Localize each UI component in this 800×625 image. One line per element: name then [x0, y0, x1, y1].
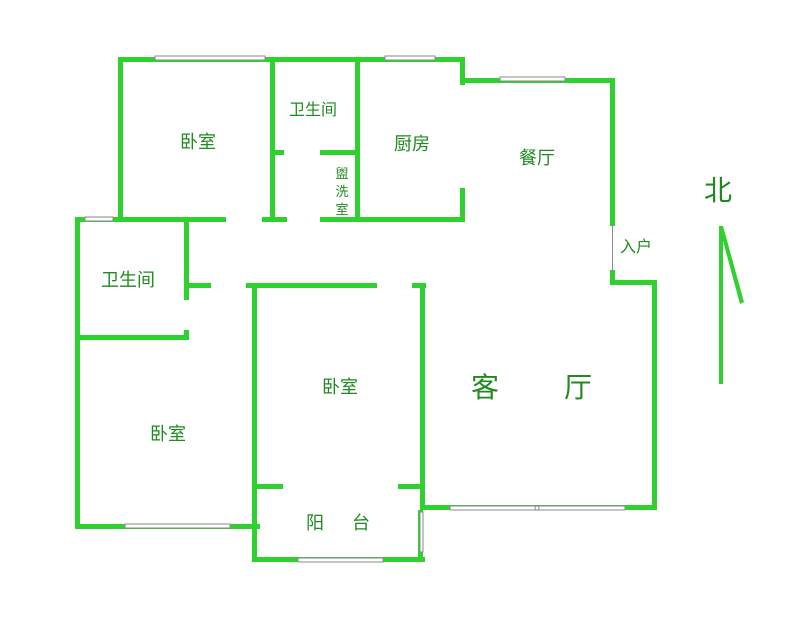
compass: 北 — [704, 174, 744, 384]
window — [499, 76, 566, 82]
window — [154, 55, 266, 61]
wall — [610, 280, 657, 285]
wall — [610, 78, 615, 226]
living-room-label-2: 厅 — [564, 371, 592, 404]
wall — [252, 283, 257, 562]
entrance-threshold — [612, 226, 613, 270]
wall — [184, 330, 189, 340]
bathroom-left-label: 卫生间 — [101, 270, 155, 291]
dining-label: 餐厅 — [519, 148, 555, 169]
wall — [246, 283, 377, 288]
washroom-label-2: 洗 — [335, 185, 348, 200]
bedroom-bottom-left-label: 卧室 — [150, 424, 186, 445]
balcony-label-1: 阳 — [306, 513, 324, 534]
window-marker — [534, 505, 540, 511]
entrance-label: 入户 — [620, 237, 652, 256]
walls — [75, 57, 657, 562]
window — [297, 557, 384, 563]
washroom-label-3: 室 — [335, 202, 348, 218]
wall — [652, 280, 657, 510]
kitchen-label: 厨房 — [394, 134, 430, 155]
wall — [270, 150, 284, 155]
wall — [320, 150, 358, 155]
windows — [84, 55, 626, 563]
wall — [262, 217, 287, 222]
window — [419, 511, 424, 553]
bedroom-top-left-label: 卧室 — [180, 132, 216, 153]
bathroom-top-label: 卫生间 — [289, 100, 337, 119]
wall — [460, 57, 465, 85]
wall — [118, 57, 123, 222]
wall — [270, 57, 275, 222]
wall — [412, 283, 426, 288]
north-arrow-icon — [719, 226, 744, 384]
room-labels: 卧室 卫生间 盥 洗 室 厨房 餐厅 入户 卫生间 卧室 卧室 客 厅 阳 台 — [101, 100, 652, 534]
wall — [398, 484, 425, 489]
wall — [460, 188, 465, 222]
wall — [118, 217, 226, 222]
window — [124, 523, 231, 529]
window — [84, 216, 114, 222]
wall — [118, 57, 464, 62]
bedroom-center-label: 卧室 — [322, 377, 358, 398]
living-room-label-1: 客 — [471, 371, 499, 404]
wall — [189, 283, 211, 288]
north-label: 北 — [704, 174, 732, 207]
window — [384, 55, 436, 61]
wall — [184, 222, 189, 300]
wall — [257, 484, 283, 489]
wall — [75, 217, 80, 529]
washroom-label-1: 盥 — [335, 167, 348, 182]
wall — [320, 217, 465, 222]
wall — [75, 335, 189, 340]
wall — [420, 283, 425, 510]
wall — [355, 57, 360, 222]
balcony-label-2: 台 — [352, 513, 370, 534]
wall — [610, 270, 615, 285]
